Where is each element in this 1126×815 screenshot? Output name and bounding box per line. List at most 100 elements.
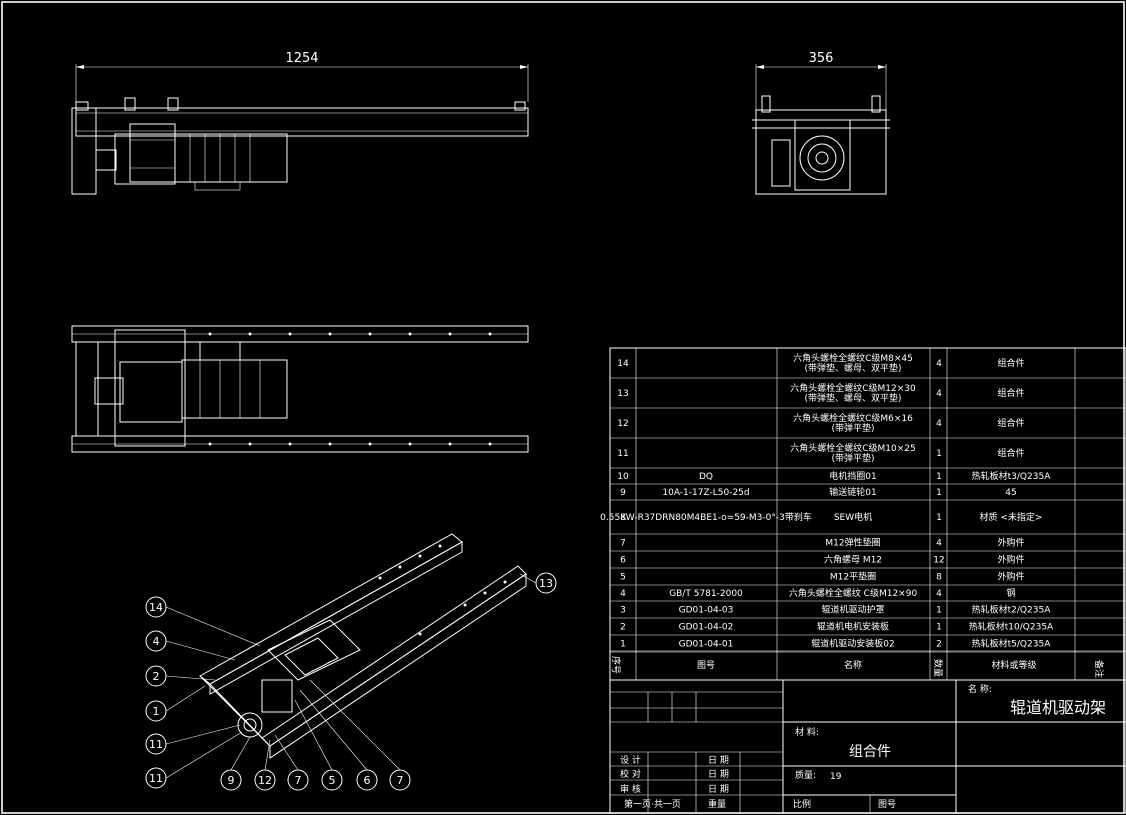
- bom-cell-no: 4: [620, 589, 626, 599]
- bom-header-material: 材料或等级: [991, 659, 1036, 671]
- svg-text:1: 1: [153, 705, 160, 718]
- balloon: 2: [145, 665, 167, 687]
- material-value: 组合件: [849, 744, 891, 760]
- balloons: 14 4 2 1 11 11 9 12 7 5 6 7 13: [145, 572, 557, 791]
- bom-cell-qty: 4: [936, 539, 942, 549]
- bom-row: 80.55KW-R37DRN80M4BE1-o=59-M3-0°-3带刹车 SEW…: [600, 511, 1042, 523]
- bom-cell-qty: 12: [933, 556, 944, 566]
- bom-cell-material: 组合件: [997, 357, 1024, 369]
- bom-cell-name: 六角螺母 M12: [824, 554, 882, 566]
- drawing-no-label: 图号: [878, 799, 896, 810]
- bom-cell-material: 热轧板材t5/Q235A: [972, 638, 1052, 650]
- bom-header-remark: 备注: [1093, 660, 1105, 678]
- bom-cell-qty: 4: [936, 359, 942, 369]
- balloon: 7: [389, 769, 411, 791]
- drawing-name: 辊道机驱动架: [1010, 698, 1106, 717]
- design-label: 设 计: [620, 754, 641, 766]
- svg-text:5: 5: [329, 774, 336, 787]
- svg-text:12: 12: [258, 774, 272, 787]
- bom-cell-name: (带弹垫、螺母、双平垫): [804, 392, 901, 404]
- svg-text:14: 14: [149, 601, 163, 614]
- bom-cell-material: 外购件: [997, 571, 1024, 583]
- balloon: 14: [145, 596, 167, 618]
- weight-value: 19: [830, 772, 842, 782]
- balloon: 7: [287, 769, 309, 791]
- svg-text:7: 7: [295, 774, 302, 787]
- bom-cell-name: 六角头螺栓全螺纹C级M8×45: [793, 352, 913, 364]
- bom-cell-name: 辊道机驱动护罩: [821, 604, 884, 616]
- bom-cell-no: 14: [617, 359, 629, 369]
- bom-cell-no: 1: [620, 640, 626, 650]
- bom-cell-code: GB/T 5781-2000: [669, 589, 743, 599]
- bom-cell-no: 8: [620, 513, 626, 523]
- bom-cell-name: (带弹平垫): [831, 422, 874, 434]
- bom-cell-no: 6: [620, 556, 626, 566]
- bom-cell-material: 材质 <未指定>: [980, 511, 1043, 523]
- bom-cell-material: 热轧板材t10/Q235A: [969, 621, 1054, 633]
- bom-cell-qty: 1: [936, 488, 942, 498]
- bom-header-code: 图号: [697, 660, 715, 671]
- date-label-2: 日 期: [708, 769, 729, 780]
- bom-cell-qty: 1: [936, 472, 942, 482]
- bom-cell-material: 热轧板材t3/Q235A: [972, 470, 1052, 482]
- svg-text:4: 4: [153, 635, 160, 648]
- bom-cell-code: 0.55KW-R37DRN80M4BE1-o=59-M3-0°-3带刹车: [600, 511, 812, 523]
- bom-cell-no: 13: [617, 389, 628, 399]
- scale-label: 比例: [793, 798, 811, 810]
- bom-cell-no: 12: [617, 419, 628, 429]
- svg-text:13: 13: [539, 577, 553, 590]
- check-label: 校 对: [620, 768, 641, 780]
- bom-cell-name: 电机挡圈01: [829, 470, 876, 482]
- balloon: 5: [321, 769, 343, 791]
- bom-cell-no: 9: [620, 488, 626, 498]
- bom-cell-qty: 8: [936, 573, 942, 583]
- bom-cell-qty: 1: [936, 606, 942, 616]
- svg-text:7: 7: [397, 774, 404, 787]
- bom-cell-material: 外购件: [997, 537, 1024, 549]
- bom-cell-code: DQ: [699, 472, 713, 482]
- bom-cell-material: 组合件: [997, 447, 1024, 459]
- balloon: 9: [220, 769, 242, 791]
- svg-text:6: 6: [364, 774, 371, 787]
- bom-cell-name: 六角头螺栓全螺纹 C级M12×90: [789, 587, 918, 599]
- side-view: 356: [752, 51, 890, 195]
- bom-cell-name: 辊道机电机安装板: [817, 621, 889, 633]
- sheet-info: 第一页·共一页: [624, 798, 681, 810]
- date-label-3: 日 期: [708, 784, 729, 795]
- isometric-view: [199, 533, 527, 759]
- bom-cell-no: 2: [620, 623, 626, 633]
- weight-label: 质量:: [795, 769, 816, 781]
- bom-cell-qty: 4: [936, 589, 942, 599]
- bom-cell-name: (带弹平垫): [831, 452, 874, 464]
- bom-cell-name: 六角头螺栓全螺纹C级M6×16: [793, 412, 913, 424]
- title-block: 名 称: 辊道机驱动架 材 料: 组合件 质量: 19 设 计 校 对 审 核 …: [609, 679, 1126, 814]
- bom-cell-code: 10A-1-17Z-L50-25d: [662, 488, 749, 498]
- name-label: 名 称:: [968, 683, 992, 695]
- bom-header-row: 序号 图号 名称 数量 材料或等级 备注: [610, 656, 1105, 678]
- balloon: 1: [145, 700, 167, 722]
- balloon: 11: [145, 767, 167, 789]
- bom-cell-no: 3: [620, 606, 626, 616]
- review-label: 审 核: [620, 783, 641, 795]
- top-view: [71, 325, 529, 453]
- bom-cell-material: 45: [1005, 488, 1016, 498]
- bom-cell-no: 7: [620, 539, 626, 549]
- bom-cell-qty: 2: [936, 640, 942, 650]
- dimension-width: 356: [809, 51, 834, 66]
- bom-cell-name: SEW电机: [834, 511, 872, 523]
- leader-lines: [165, 573, 537, 779]
- bom-cell-qty: 4: [936, 389, 942, 399]
- bom-cell-code: GD01-04-02: [679, 623, 734, 633]
